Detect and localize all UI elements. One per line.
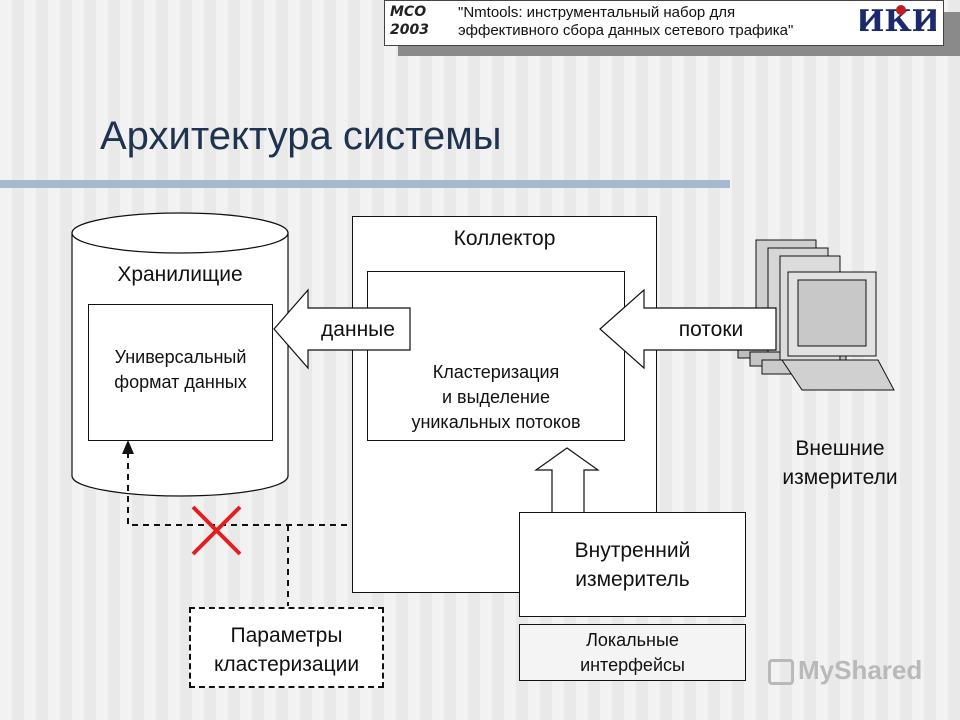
format-line2: формат данных xyxy=(114,372,247,392)
local-line2: интерфейсы xyxy=(580,655,685,675)
data-arrow-label: данные xyxy=(321,318,395,341)
clustering-line3: уникальных потоков xyxy=(411,412,581,432)
conference-code: MCO 2003 xyxy=(390,3,429,39)
header-banner xyxy=(384,0,944,46)
conference-code-line1: MCO xyxy=(390,4,427,20)
storage-label: Хранилищие xyxy=(117,263,243,286)
clustering-line2: и выделение xyxy=(442,387,550,407)
watermark-text: MyShared xyxy=(798,655,923,685)
external-line1: Внешние xyxy=(795,437,885,460)
collector-label: Коллектор xyxy=(453,227,556,250)
clustering-box xyxy=(367,271,625,441)
clustering-params-text: Параметры кластеризации xyxy=(189,621,384,679)
external-line2: измерители xyxy=(782,466,898,489)
iki-logo: ИКИ xyxy=(860,2,936,38)
universal-format-text: Универсальный формат данных xyxy=(88,345,273,395)
cross-mark-icon xyxy=(191,505,242,556)
internal-line2: измеритель xyxy=(575,568,690,591)
title-underline xyxy=(0,180,730,188)
watermark: MyShared xyxy=(768,655,922,686)
universal-format-box xyxy=(88,304,273,441)
format-line1: Универсальный xyxy=(114,347,247,367)
local-line1: Локальные xyxy=(586,630,679,650)
flows-arrow xyxy=(599,288,777,370)
flows-arrow-label: потоки xyxy=(678,318,744,341)
presentation-title: "Nmtools: инструментальный набор для эфф… xyxy=(458,4,793,40)
data-arrow xyxy=(273,288,411,370)
internal-meter-text: Внутренний измеритель xyxy=(519,536,746,594)
internal-line1: Внутренний xyxy=(574,539,691,562)
clustering-text: Кластеризация и выделение уникальных пот… xyxy=(367,360,625,435)
external-meters-label: Внешние измерители xyxy=(760,434,920,492)
clustering-line1: Кластеризация xyxy=(432,362,560,382)
watermark-icon xyxy=(768,659,794,686)
clustering-params-box xyxy=(189,607,384,688)
params-line1: Параметры xyxy=(230,624,343,647)
presentation-title-line1: "Nmtools: инструментальный набор для xyxy=(458,4,736,21)
presentation-title-line2: эффективного сбора данных сетевого трафи… xyxy=(458,22,794,39)
arrowhead-to-format xyxy=(122,440,134,454)
params-line2: кластеризации xyxy=(213,653,360,676)
conference-code-line2: 2003 xyxy=(390,22,429,38)
local-interfaces-box xyxy=(519,624,746,681)
page-title: Архитектура системы xyxy=(100,114,502,158)
external-meters-icon xyxy=(737,239,895,391)
local-interfaces-text: Локальные интерфейсы xyxy=(519,628,746,678)
internal-meter-box xyxy=(519,512,746,617)
